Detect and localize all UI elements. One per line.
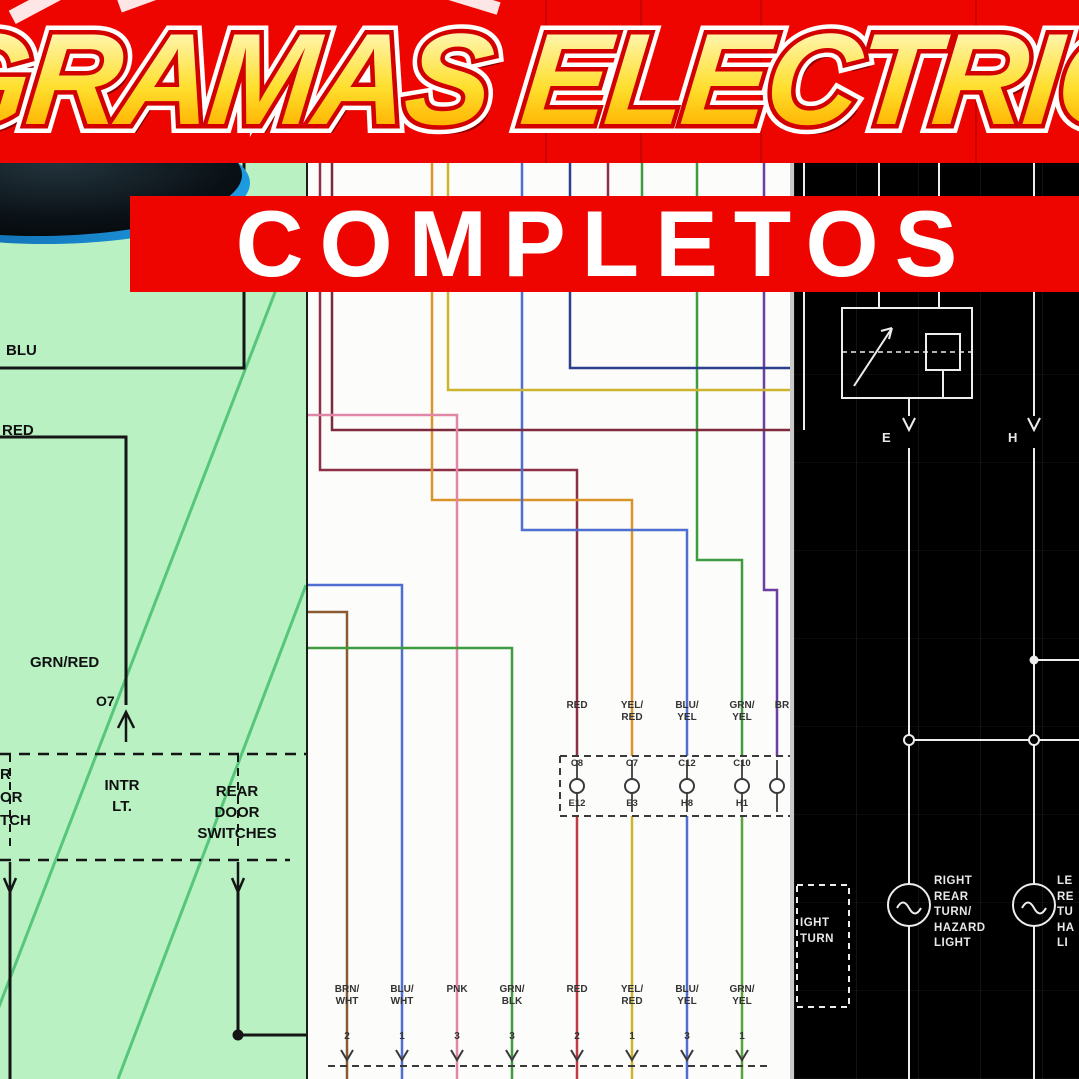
inline-connector xyxy=(559,755,790,817)
banner-crease xyxy=(760,0,762,163)
wire-label: PNK xyxy=(446,984,468,995)
pin-label: C10 xyxy=(733,758,751,769)
wire-label-grn-red: GRN/RED xyxy=(30,654,100,671)
bottom-connector xyxy=(328,1049,768,1067)
wire-label-red: RED xyxy=(2,422,34,439)
junction-dot xyxy=(232,1029,244,1041)
pin-label: E12 xyxy=(568,798,586,809)
wire-label: BLU/ YEL xyxy=(675,700,699,723)
pin-label: E3 xyxy=(626,798,638,809)
pin-label: H1 xyxy=(735,798,749,809)
bulb-icon xyxy=(887,883,931,927)
pin-number: 3 xyxy=(509,1031,515,1042)
wiring-diagram-panel-black: E H RIGHT REAR TURN/ HAZARD LIGHT LE RE … xyxy=(794,0,1079,1079)
pin-label: C8 xyxy=(570,758,584,769)
right-turn-label-cut: IGHT TURN xyxy=(800,917,834,945)
wire-label: BLU/ WHT xyxy=(390,984,414,1007)
cut-edge-label: R OR TCH xyxy=(0,766,31,829)
wire-label: RED xyxy=(566,700,588,711)
rear-door-switches-label: REAR DOOR SWITCHES xyxy=(197,783,277,842)
bulb-icon xyxy=(1012,883,1056,927)
pin-number: 1 xyxy=(739,1031,745,1042)
pin-label: C7 xyxy=(625,758,639,769)
wire-label: GRN/ YEL xyxy=(729,700,755,723)
title-banner: GRAMAS ELECTRIC GRAMAS ELECTRIC GRAMAS E… xyxy=(0,0,1079,163)
banner-crease xyxy=(545,0,547,163)
left-rear-turn-hazard-light-label-cut: LE RE TU HA LI xyxy=(1057,875,1075,949)
wire-label: YEL/ RED xyxy=(620,700,644,723)
intr-lt-label: INTR LT. xyxy=(104,777,140,815)
pin-number: 2 xyxy=(344,1031,350,1042)
terminal-e-label: E xyxy=(882,430,891,445)
main-title-text: GRAMAS ELECTRIC xyxy=(0,0,1079,161)
wire-label-cut: BR xyxy=(774,700,790,711)
node xyxy=(903,734,915,746)
wire-label: BRN/ WHT xyxy=(334,984,360,1007)
pin-label: H8 xyxy=(680,798,694,809)
pin-number: 2 xyxy=(574,1031,580,1042)
terminal-h-label: H xyxy=(1008,430,1018,445)
node xyxy=(1028,734,1040,746)
wire-label: YEL/ RED xyxy=(620,984,644,1007)
banner-crease xyxy=(640,0,642,163)
relay-switch-symbol xyxy=(853,327,893,387)
wire-label: RED xyxy=(566,984,588,995)
connector-o7-label: O7 xyxy=(96,693,115,709)
wire-label: GRN/ YEL xyxy=(729,984,755,1007)
pin-number: 1 xyxy=(629,1031,635,1042)
pin-label: C12 xyxy=(678,758,696,769)
pin-number: 3 xyxy=(684,1031,690,1042)
subtitle-banner: COMPLETOS xyxy=(130,196,1079,292)
right-rear-turn-hazard-light-label: RIGHT REAR TURN/ HAZARD LIGHT xyxy=(934,875,986,949)
dashed-component-box xyxy=(796,884,850,1008)
relay-box xyxy=(841,307,973,399)
wire-label-blu: BLU xyxy=(6,342,37,359)
subtitle-text: COMPLETOS xyxy=(235,196,974,292)
banner-crease xyxy=(975,0,977,163)
wire-label: GRN/ BLK xyxy=(499,984,525,1007)
junction-dot xyxy=(1029,655,1039,665)
black-diagram-svg xyxy=(796,150,1079,1079)
wiring-diagram-panel-white: RED YEL/ RED BLU/ YEL GRN/ YEL BR C8 C7 … xyxy=(308,0,794,1079)
wire-label: BLU/ YEL xyxy=(675,984,699,1007)
pin-number: 1 xyxy=(399,1031,405,1042)
pin-number: 3 xyxy=(454,1031,460,1042)
